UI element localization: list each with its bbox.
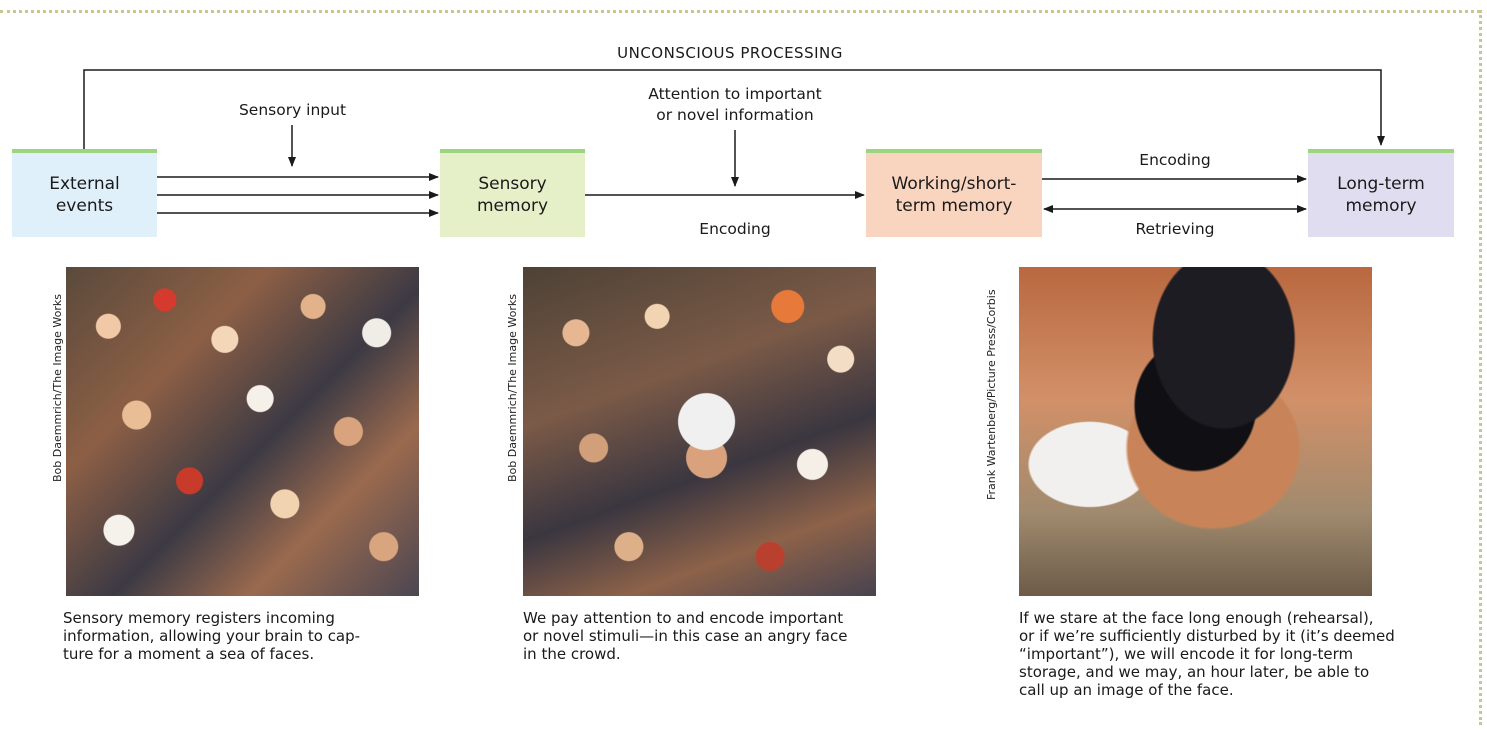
retrieving-label: Retrieving — [1135, 220, 1215, 238]
long-term-memory-box: Long-term memory — [1308, 149, 1454, 237]
crowd-photo-2 — [523, 267, 876, 596]
unconscious-processing-title: UNCONSCIOUS PROCESSING — [617, 44, 843, 62]
caption-3: If we stare at the face long enough (reh… — [1019, 609, 1395, 699]
photo-credit-3: Frank Wartenberg/Picture Press/Corbis — [985, 289, 998, 500]
photo-credit-1: Bob Daemmrich/The Image Works — [51, 294, 64, 482]
working-memory-box: Working/short- term memory — [866, 149, 1042, 237]
angry-face-photo — [1019, 267, 1372, 596]
photo-credit-2: Bob Daemmrich/The Image Works — [506, 294, 519, 482]
sensory-memory-label: Sensory memory — [476, 174, 549, 216]
dotted-border-top — [0, 10, 1480, 13]
external-events-box: External events — [12, 149, 157, 237]
sensory-input-label: Sensory input — [238, 101, 347, 119]
caption-1: Sensory memory registers incoming inform… — [63, 609, 361, 663]
unconscious-path — [83, 69, 1385, 150]
external-events-label: External events — [49, 174, 120, 216]
working-memory-label: Working/short- term memory — [891, 174, 1017, 216]
caption-2: We pay attention to and encode important… — [523, 609, 848, 663]
attention-label: Attention to important or novel informat… — [648, 85, 822, 124]
sensory-memory-box: Sensory memory — [440, 149, 585, 237]
encoding-label-right: Encoding — [1139, 151, 1211, 169]
long-term-memory-label: Long-term memory — [1337, 174, 1425, 216]
flow-arrows — [83, 69, 1385, 217]
crowd-photo-1 — [66, 267, 419, 596]
encoding-label-mid: Encoding — [699, 220, 771, 238]
dotted-border-right — [1479, 10, 1482, 725]
